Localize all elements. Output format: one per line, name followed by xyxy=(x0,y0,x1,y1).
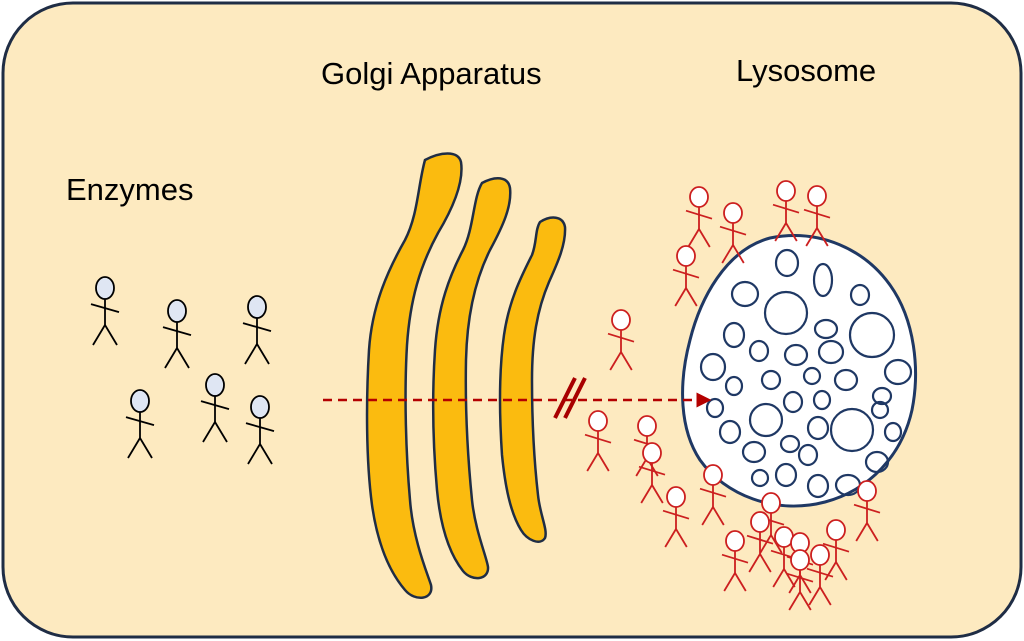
vesicle xyxy=(848,311,896,359)
vesicle xyxy=(871,386,893,406)
enzyme-blocked-icon xyxy=(822,519,850,581)
enzyme-icon xyxy=(125,389,155,459)
enzyme-blocked-icon xyxy=(806,544,834,606)
enzyme-icon xyxy=(162,299,192,369)
vesicle xyxy=(806,415,830,441)
vesicle xyxy=(870,400,890,420)
enzyme-blocked-icon xyxy=(719,202,747,264)
enzyme-blocked-icon xyxy=(786,549,814,611)
vesicle xyxy=(748,402,784,438)
vesicle xyxy=(699,352,727,382)
vesicle xyxy=(806,473,830,499)
vesicle xyxy=(774,462,798,488)
vesicle xyxy=(724,375,744,397)
enzyme-blocked-icon xyxy=(699,464,727,526)
enzyme-icon xyxy=(200,373,230,443)
enzyme-blocked-icon xyxy=(607,309,635,371)
enzyme-blocked-icon xyxy=(672,245,700,307)
enzymes-label: Enzymes xyxy=(66,172,194,207)
vesicle xyxy=(802,366,822,386)
lysosome-membrane xyxy=(681,234,917,508)
vesicle xyxy=(722,321,746,349)
vesicle xyxy=(741,440,767,464)
enzyme-blocked-icon xyxy=(638,442,666,504)
enzyme-blocked-icon xyxy=(772,180,800,242)
vesicle xyxy=(748,339,770,363)
vesicle xyxy=(829,407,875,453)
vesicle xyxy=(750,468,770,488)
vesicle xyxy=(779,434,801,454)
vesicle xyxy=(812,262,834,298)
enzyme-blocked-icon xyxy=(662,486,690,548)
enzymes-outside xyxy=(90,276,275,465)
vesicle xyxy=(812,389,832,411)
vesicle xyxy=(864,450,890,474)
lysosome xyxy=(681,234,917,508)
vesicle xyxy=(763,290,809,336)
vesicle xyxy=(813,318,839,340)
golgi-apparatus xyxy=(365,152,567,599)
lysosome-label: Lysosome xyxy=(736,53,877,88)
vesicle xyxy=(817,339,845,365)
enzyme-icon xyxy=(245,395,275,465)
vesicle xyxy=(883,421,903,443)
enzyme-blocked-icon xyxy=(746,511,774,573)
vesicle xyxy=(883,358,913,386)
lysosome-vesicles xyxy=(699,248,913,499)
enzyme-icon xyxy=(90,276,120,346)
vesicle xyxy=(760,369,782,391)
enzyme-blocked-icon xyxy=(721,530,749,592)
golgi-cisterna xyxy=(365,152,463,599)
enzyme-blocked-icon xyxy=(584,410,612,472)
enzyme-blocked-icon xyxy=(853,480,881,542)
vesicle xyxy=(833,368,859,392)
enzyme-icon xyxy=(242,295,272,365)
vesicle xyxy=(783,343,809,367)
enzyme-blocked-icon xyxy=(757,492,785,554)
enzyme-blocked-icon xyxy=(803,185,831,247)
golgi-apparatus-label: Golgi Apparatus xyxy=(321,56,542,91)
blocked-marker xyxy=(553,377,587,419)
golgi-cisterna xyxy=(432,177,512,580)
vesicle xyxy=(730,280,760,308)
vesicle xyxy=(797,443,819,467)
vesicle xyxy=(705,397,725,419)
golgi-cisterna xyxy=(498,216,567,543)
vesicle xyxy=(849,283,871,307)
vesicle xyxy=(774,248,800,278)
enzyme-blocked-icon xyxy=(685,186,713,248)
vesicle xyxy=(782,390,804,414)
vesicle xyxy=(718,419,742,445)
enzymes-around-lysosome xyxy=(584,180,881,611)
